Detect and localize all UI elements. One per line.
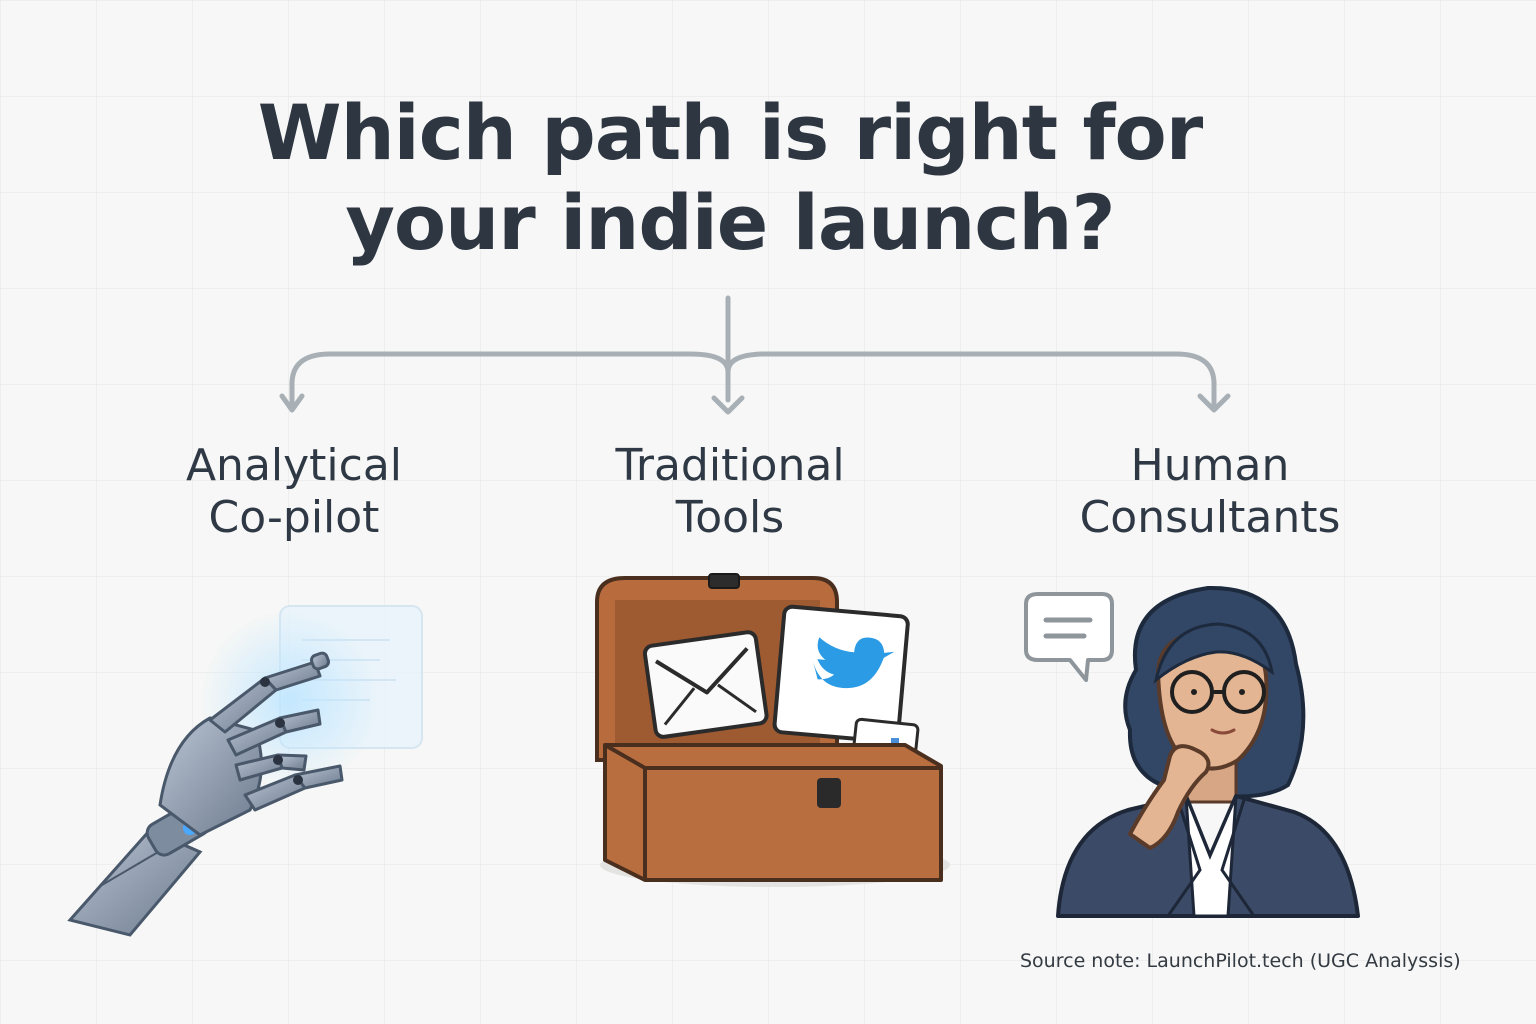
branch-connector xyxy=(279,295,1231,415)
option-label-line2: Consultants xyxy=(1079,492,1341,543)
title-line-2: your indie launch? xyxy=(345,178,1115,267)
source-note: Source note: LaunchPilot.tech (UGC Analy… xyxy=(1020,950,1461,972)
option-label-line1: Human xyxy=(1130,440,1290,491)
title-line-1: Which path is right for xyxy=(257,88,1204,177)
option-analytical-copilot: Analytical Co-pilot xyxy=(134,440,454,544)
option-label-line1: Analytical xyxy=(185,440,403,491)
arrow-left-icon xyxy=(279,393,305,413)
connector-left-branch xyxy=(289,351,731,407)
arrow-right-icon xyxy=(1197,393,1231,413)
option-label-line2: Tools xyxy=(675,492,785,543)
robot-hand-icon xyxy=(67,605,423,937)
option-label-line1: Traditional xyxy=(615,440,845,491)
toolbox-icon xyxy=(595,573,950,887)
arrow-center-icon xyxy=(711,395,745,415)
option-human-consultants: Human Consultants xyxy=(1050,440,1370,544)
connector-right-branch xyxy=(725,351,1217,407)
option-label-line2: Co-pilot xyxy=(208,492,380,543)
speech-bubble-icon xyxy=(1024,592,1114,682)
page-title: Which path is right for your indie launc… xyxy=(240,88,1220,268)
consultant-icon xyxy=(1024,585,1360,918)
option-traditional-tools: Traditional Tools xyxy=(570,440,890,544)
